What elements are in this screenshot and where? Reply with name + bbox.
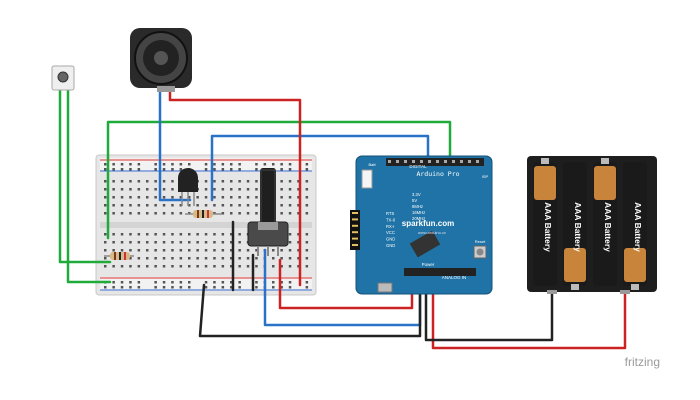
arduino-model: Arduino Pro — [416, 170, 459, 178]
arduino-isp-label: ISP — [482, 174, 489, 179]
aaa-battery-cell: AAA Battery — [533, 158, 557, 286]
aaa-battery-cell: AAA Battery — [563, 162, 587, 290]
arduino-spec-label: 8MHz — [412, 204, 423, 209]
resistor-icon — [104, 252, 134, 260]
arduino-pin-label: GND — [386, 243, 395, 248]
arduino-power-label: Power — [422, 262, 435, 267]
green-wire-button-1 — [58, 88, 112, 264]
potentiometer-icon — [247, 168, 289, 256]
red-wire-battery — [431, 273, 627, 350]
arduino-analog-label: ANALOG IN — [442, 275, 467, 280]
arduino-batt-label: Batt — [368, 162, 376, 167]
battery-label: AAA Battery — [633, 202, 643, 252]
arduino-site: www.arduino.cc — [418, 230, 446, 235]
battery-label: AAA Battery — [543, 202, 553, 252]
red-wire-speaker — [168, 86, 302, 287]
arduino-reset-label: Reset — [475, 239, 486, 244]
fritzing-logo: fritzing — [625, 355, 660, 369]
battery-label: AAA Battery — [603, 202, 613, 252]
arduino-digital-label: DIGITAL — [409, 164, 427, 169]
aaa-battery-cell: AAA Battery — [593, 158, 617, 286]
green-wire-top — [106, 120, 452, 240]
arduino-spec-label: 3.3V — [412, 192, 421, 197]
blue-wire-speaker — [158, 86, 192, 202]
battery-pack: AAA Battery AAA Battery AAA Battery AAA Bat… — [527, 156, 657, 294]
blue-wire-transistor — [210, 134, 430, 202]
arduino-pin-label: TX-0 — [386, 217, 396, 222]
arduino-brand: sparkfun.com — [402, 219, 454, 228]
arduino-pin-label: VCC — [386, 230, 395, 235]
usb-icon — [377, 282, 393, 293]
arduino-pin-label: GND — [386, 237, 395, 242]
speaker-icon — [130, 28, 192, 92]
arduino-pin-label: RTS — [386, 211, 395, 216]
pushbutton-icon — [51, 65, 75, 91]
green-wire-button-2 — [66, 88, 112, 284]
arduino-pro-board: Arduino Pro DIGITAL sparkfun.com www.ard… — [350, 155, 493, 295]
arduino-spec-label: 5V — [412, 198, 417, 203]
arduino-spec-label: 20MHz — [412, 216, 425, 221]
arduino-pin-label: RX-I — [386, 224, 394, 229]
black-wire-battery — [424, 273, 554, 342]
wires — [58, 86, 627, 350]
resistor-icon — [185, 210, 222, 218]
arduino-spec-label: 16MHz — [412, 210, 425, 215]
battery-label: AAA Battery — [573, 202, 583, 252]
black-wire-ground-1 — [198, 273, 422, 338]
aaa-battery-cell: AAA Battery — [623, 162, 647, 290]
transistor-icon — [178, 168, 198, 206]
